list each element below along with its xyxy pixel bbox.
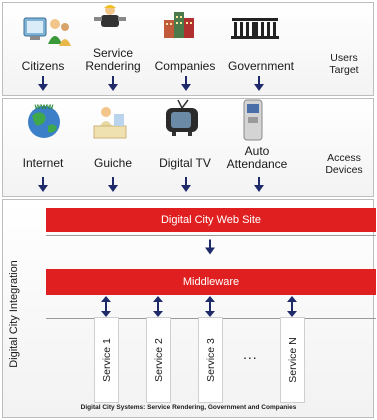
service-rendering-icon bbox=[94, 5, 126, 27]
guiche-label: Guiche bbox=[93, 156, 133, 170]
service-rendering-label: Service Rendering bbox=[85, 46, 141, 73]
users-target-panel bbox=[2, 2, 374, 96]
web-to-middleware-arrow-icon bbox=[205, 239, 215, 255]
systems-caption: Digital City Systems: Service Rendering,… bbox=[80, 404, 297, 411]
globe-icon: www bbox=[28, 102, 60, 138]
users-target-label: Users Target bbox=[329, 52, 359, 76]
companies-arrow-icon bbox=[181, 76, 191, 91]
service-arrow-icon bbox=[108, 76, 118, 91]
web-site-divider bbox=[46, 235, 376, 236]
more-services-ellipsis: ... bbox=[243, 346, 258, 362]
internet-label: Internet bbox=[22, 156, 64, 170]
auto-attendance-label: Auto Attendance bbox=[226, 144, 288, 171]
citizens-icon bbox=[23, 17, 71, 46]
servicen-link-icon bbox=[287, 296, 297, 317]
citizens-arrow-icon bbox=[38, 76, 48, 91]
companies-icon bbox=[164, 12, 194, 38]
middleware-bar: Middleware bbox=[46, 269, 376, 295]
government-label: Government bbox=[227, 59, 295, 73]
service-3-box: Service 3 bbox=[198, 317, 223, 403]
service3-link-icon bbox=[205, 296, 215, 317]
svg-text:www: www bbox=[34, 102, 54, 111]
government-arrow-icon bbox=[254, 76, 264, 91]
kiosk-icon bbox=[243, 99, 263, 141]
service-2-box: Service 2 bbox=[146, 317, 171, 403]
auto-attendance-arrow-icon bbox=[254, 177, 264, 192]
guiche-arrow-icon bbox=[108, 177, 118, 192]
tv-icon bbox=[166, 99, 198, 136]
citizens-label: Citizens bbox=[21, 59, 65, 73]
access-devices-label: Access Devices bbox=[325, 152, 363, 176]
service1-link-icon bbox=[101, 296, 111, 317]
internet-arrow-icon bbox=[38, 177, 48, 192]
service-n-box: Service N bbox=[280, 317, 305, 403]
digital-tv-arrow-icon bbox=[181, 177, 191, 192]
government-icon bbox=[231, 18, 279, 39]
companies-label: Companies bbox=[154, 59, 216, 73]
service-1-box: Service 1 bbox=[94, 317, 119, 403]
counter-icon bbox=[93, 107, 127, 139]
integration-vertical-label: Digital City Integration bbox=[8, 260, 20, 368]
service2-link-icon bbox=[153, 296, 163, 317]
digital-tv-label: Digital TV bbox=[159, 156, 211, 170]
web-site-bar: Digital City Web Site bbox=[46, 208, 376, 232]
